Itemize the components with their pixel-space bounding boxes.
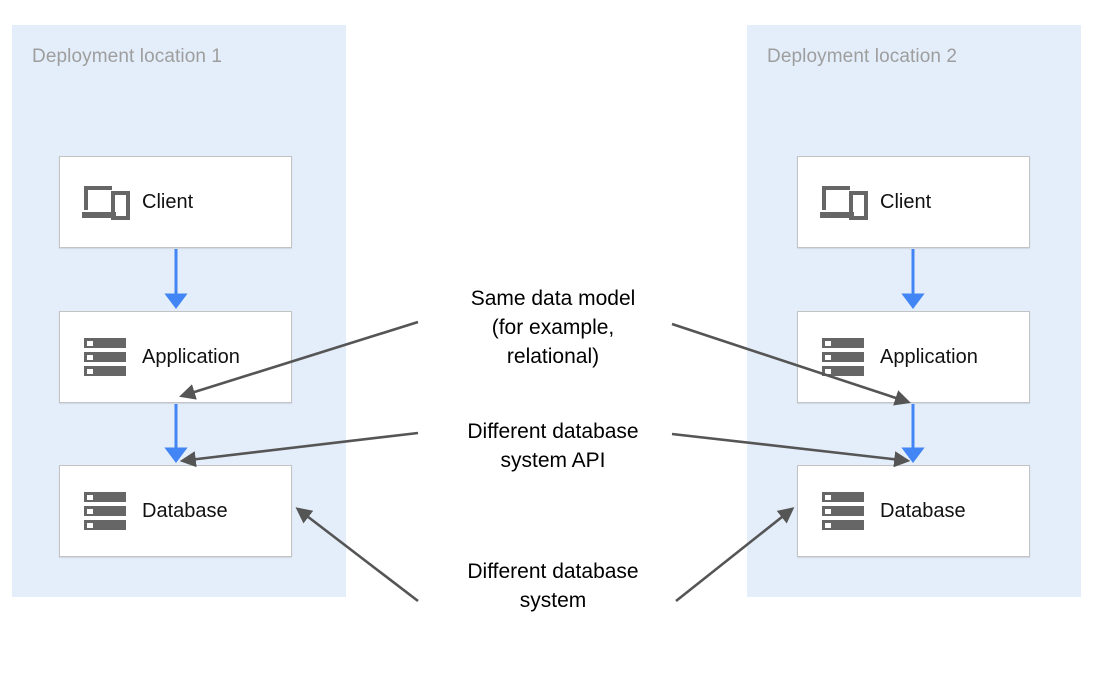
server-stack-icon	[78, 490, 132, 532]
annotation-line: system API	[500, 449, 606, 472]
annotation-line: system	[519, 589, 587, 612]
server-stack-icon	[78, 336, 132, 378]
node-application-1[interactable]: Application	[59, 311, 292, 403]
node-database-2[interactable]: Database	[797, 465, 1030, 557]
node-database-2-label: Database	[880, 499, 966, 522]
devices-icon	[78, 182, 132, 222]
annotation-line: Different database	[467, 420, 639, 443]
server-stack-icon	[816, 490, 870, 532]
node-client-1[interactable]: Client	[59, 156, 292, 248]
node-application-1-label: Application	[142, 345, 240, 368]
deployment-zone-2-title: Deployment location 2	[767, 46, 958, 67]
annotation-line: relational)	[506, 345, 600, 368]
node-client-2-label: Client	[880, 190, 932, 213]
node-client-1-label: Client	[142, 190, 194, 213]
node-database-1-label: Database	[142, 499, 228, 522]
node-application-2-label: Application	[880, 345, 978, 368]
annotation-different-database-system: Different database system	[423, 557, 683, 615]
annotation-line: Same data model	[470, 287, 636, 310]
annotation-line: Different database	[467, 560, 639, 583]
deployment-zone-1-title: Deployment location 1	[32, 46, 223, 67]
node-database-1[interactable]: Database	[59, 465, 292, 557]
server-stack-icon	[816, 336, 870, 378]
annotation-line: (for example,	[491, 316, 615, 339]
devices-icon	[816, 182, 870, 222]
annotation-different-database-system-api: Different database system API	[423, 417, 683, 475]
node-application-2[interactable]: Application	[797, 311, 1030, 403]
node-client-2[interactable]: Client	[797, 156, 1030, 248]
annotation-same-data-model: Same data model (for example, relational…	[423, 284, 683, 371]
